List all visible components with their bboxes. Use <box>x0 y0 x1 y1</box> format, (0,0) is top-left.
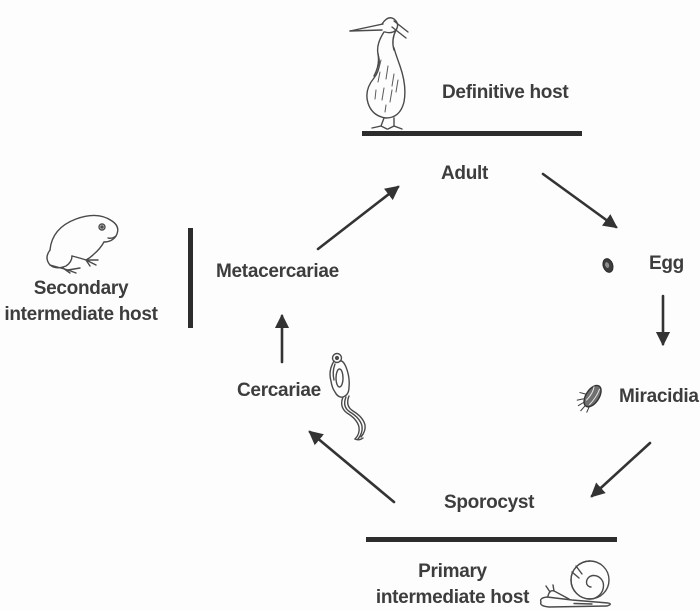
stage-cercariae-label: Cercariae <box>237 380 321 401</box>
primary-host-bar <box>366 537 617 542</box>
secondary-host-label: Secondary intermediate host <box>0 276 162 328</box>
primary-host-label-line2: intermediate host <box>375 587 530 608</box>
frog-icon <box>42 208 124 274</box>
stage-adult-label: Adult <box>441 163 489 184</box>
stage-egg-label: Egg <box>649 253 684 274</box>
stage-sporocyst-label: Sporocyst <box>444 492 535 513</box>
arrow-sporocyst-to-cercariae <box>308 430 396 504</box>
definitive-host-bar <box>362 131 582 136</box>
secondary-host-label-line2: intermediate host <box>4 304 158 325</box>
arrow-metacercariae-to-adult <box>316 185 400 251</box>
secondary-host-bar <box>188 228 193 328</box>
miracidium-icon <box>576 377 608 419</box>
cercaria-icon <box>322 351 388 441</box>
primary-host-label: Primary intermediate host <box>371 559 534 611</box>
definitive-host-label: Definitive host <box>442 82 569 103</box>
arrow-adult-to-egg <box>541 172 618 229</box>
stage-metacercariae-label: Metacercariae <box>216 261 339 282</box>
secondary-host-label-line1: Secondary <box>33 278 129 299</box>
snail-icon <box>536 558 622 610</box>
arrow-miracidia-to-sporocyst <box>590 441 652 498</box>
stage-miracidia-label: Miracidia <box>619 386 699 407</box>
primary-host-label-line1: Primary <box>418 561 487 582</box>
egg-icon <box>600 256 616 275</box>
heron-icon <box>348 2 426 130</box>
